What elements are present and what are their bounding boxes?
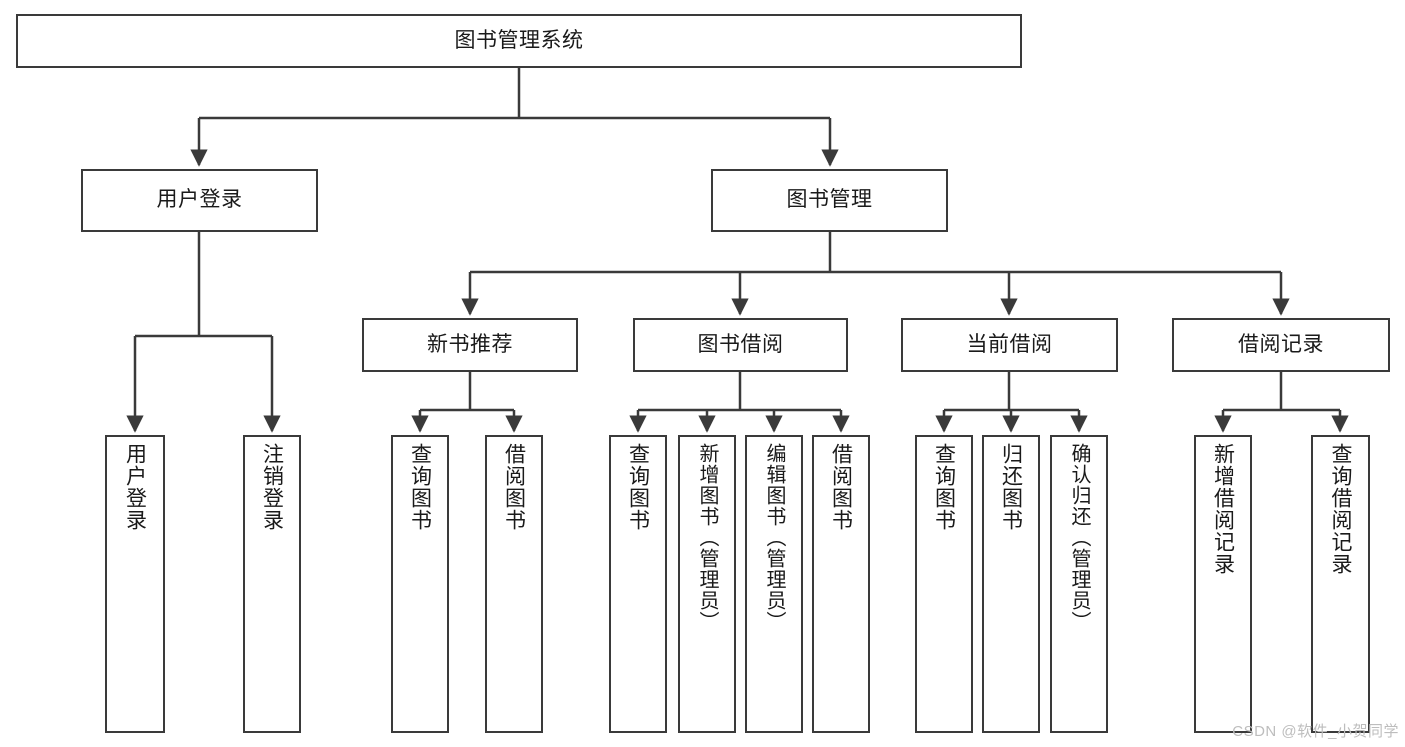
leaf-edit-book-admin-label: 编辑图书（管理员）	[763, 443, 785, 632]
leaf-query-books-recommend-label: 查询图书	[408, 443, 432, 531]
node-borrow-records[interactable]: 借阅记录	[1172, 318, 1390, 372]
leaf-query-books-recommend[interactable]: 查询图书	[391, 435, 449, 733]
leaf-confirm-return-admin[interactable]: 确认归还（管理员）	[1050, 435, 1108, 733]
leaf-query-borrow-record-label: 查询借阅记录	[1329, 443, 1352, 575]
leaf-confirm-return-admin-label: 确认归还（管理员）	[1068, 443, 1090, 632]
leaf-add-book-admin[interactable]: 新增图书（管理员）	[678, 435, 736, 733]
leaf-borrow-book-label: 借阅图书	[829, 443, 853, 531]
leaf-user-login-label: 用户登录	[123, 443, 147, 531]
leaf-edit-book-admin[interactable]: 编辑图书（管理员）	[745, 435, 803, 733]
leaf-return-book[interactable]: 归还图书	[982, 435, 1040, 733]
leaf-borrow-book[interactable]: 借阅图书	[812, 435, 870, 733]
leaf-logout[interactable]: 注销登录	[243, 435, 301, 733]
node-borrow-records-label: 借阅记录	[1238, 332, 1324, 356]
node-root-system-label: 图书管理系统	[454, 28, 584, 52]
leaf-query-borrow-record[interactable]: 查询借阅记录	[1311, 435, 1370, 733]
leaf-add-borrow-record-label: 新增借阅记录	[1211, 443, 1235, 575]
leaf-query-books-borrow-label: 查询图书	[626, 443, 650, 531]
leaf-add-borrow-record[interactable]: 新增借阅记录	[1194, 435, 1252, 733]
leaf-add-book-admin-label: 新增图书（管理员）	[696, 443, 718, 632]
node-book-borrow[interactable]: 图书借阅	[633, 318, 848, 372]
node-current-borrow-label: 当前借阅	[966, 332, 1053, 356]
leaf-logout-label: 注销登录	[260, 443, 284, 531]
node-user-login[interactable]: 用户登录	[81, 169, 318, 232]
node-book-management-label: 图书管理	[786, 188, 873, 212]
watermark-text: CSDN @软件_小贺同学	[1232, 723, 1399, 740]
node-book-management[interactable]: 图书管理	[711, 169, 948, 232]
leaf-user-login[interactable]: 用户登录	[105, 435, 165, 733]
leaf-query-books-current-label: 查询图书	[932, 443, 956, 531]
leaf-query-books-borrow[interactable]: 查询图书	[609, 435, 667, 733]
node-book-borrow-label: 图书借阅	[697, 332, 784, 356]
node-new-book-recommend[interactable]: 新书推荐	[362, 318, 578, 372]
leaf-return-book-label: 归还图书	[999, 443, 1023, 531]
node-current-borrow[interactable]: 当前借阅	[901, 318, 1118, 372]
leaf-query-books-current[interactable]: 查询图书	[915, 435, 973, 733]
node-user-login-label: 用户登录	[156, 188, 243, 212]
leaf-borrow-books-recommend[interactable]: 借阅图书	[485, 435, 543, 733]
node-new-book-recommend-label: 新书推荐	[427, 332, 513, 356]
node-root-system[interactable]: 图书管理系统	[16, 14, 1022, 68]
leaf-borrow-books-recommend-label: 借阅图书	[502, 443, 526, 531]
